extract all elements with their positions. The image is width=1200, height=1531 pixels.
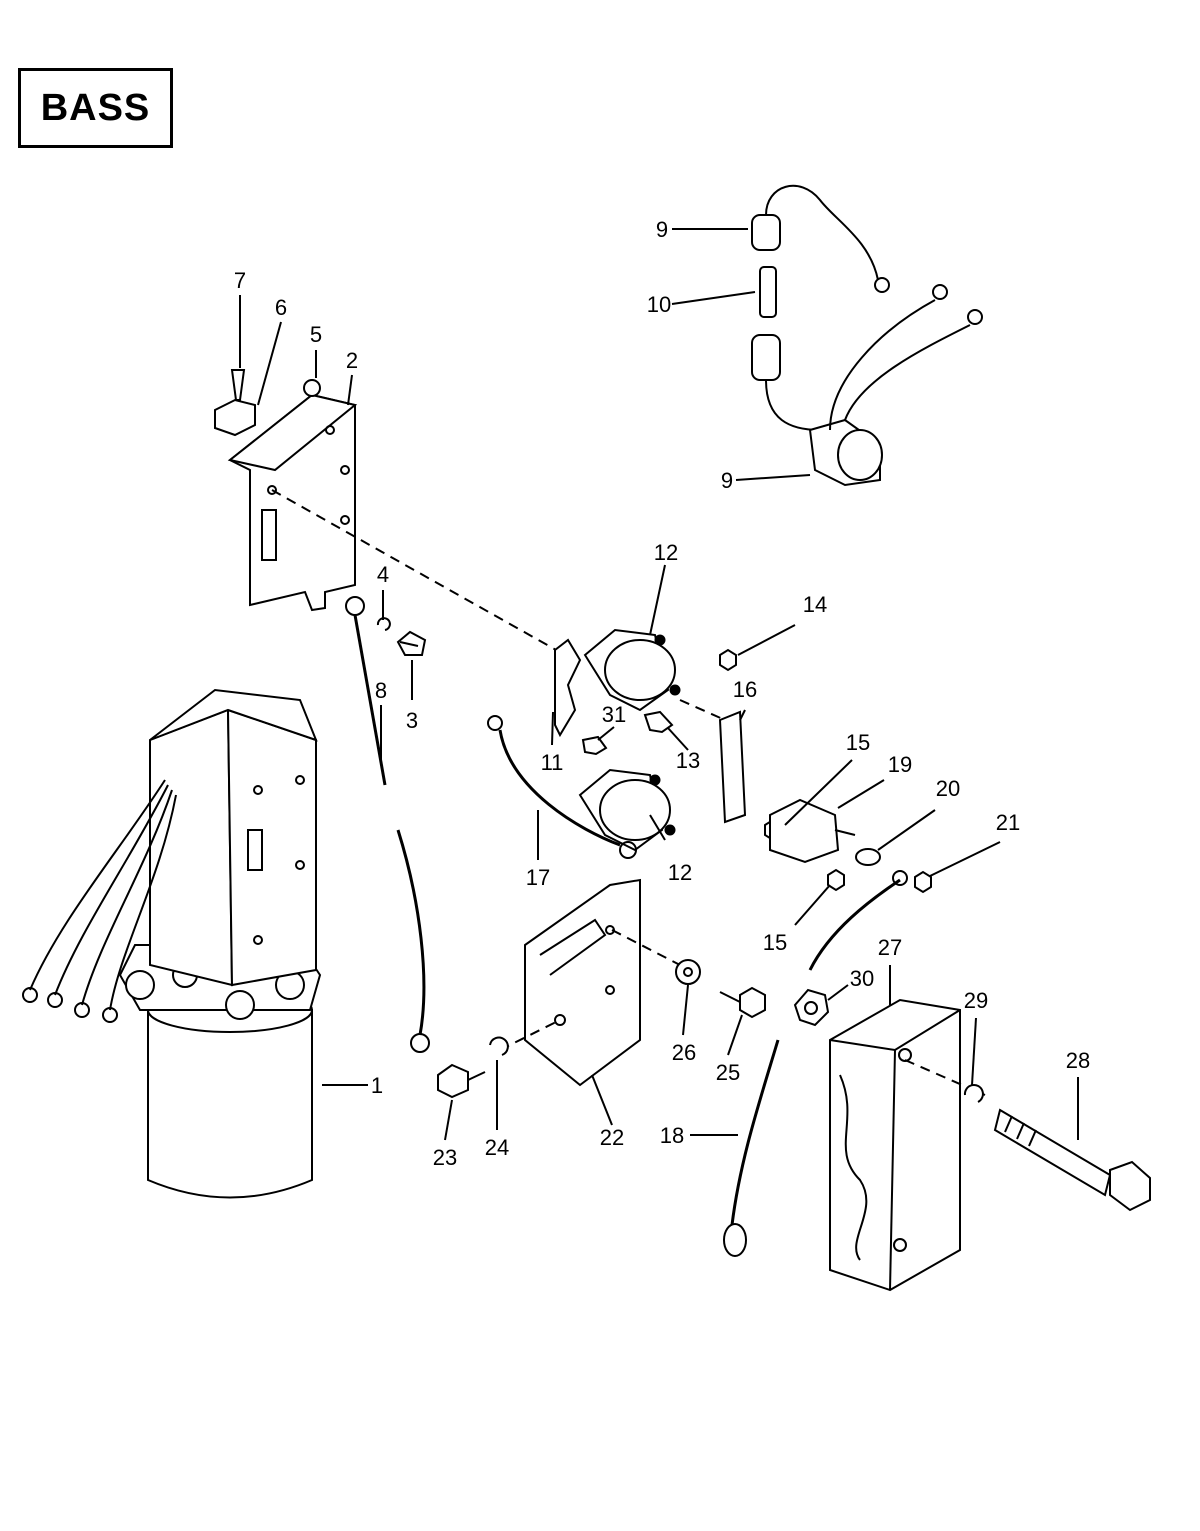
bolt-25 [719, 986, 766, 1019]
callout-4: 4 [377, 562, 389, 587]
nut-30 [793, 988, 830, 1027]
bracket-16 [718, 710, 747, 824]
callout-10: 10 [647, 292, 671, 317]
bolt-23 [437, 1063, 486, 1099]
callout-8: 8 [375, 678, 387, 703]
screw-13 [643, 710, 674, 734]
solenoid-lower [578, 768, 676, 852]
callout-leaders [239, 228, 1079, 1141]
callout-7: 7 [234, 268, 246, 293]
callout-1: 1 [371, 1073, 383, 1098]
callout-27: 27 [878, 935, 902, 960]
lockwasher-29 [963, 1083, 984, 1103]
fuse [759, 266, 777, 318]
callout-29: 29 [964, 988, 988, 1013]
model-badge: BASS [18, 68, 173, 148]
callout-12-lower: 12 [668, 860, 692, 885]
fuse-holder-base [751, 284, 983, 487]
callout-31: 31 [602, 702, 626, 727]
callout-11: 11 [541, 750, 564, 775]
fuse-holder [751, 184, 890, 293]
callout-23: 23 [433, 1145, 457, 1170]
callout-9-lower: 9 [721, 468, 733, 493]
callout-14: 14 [803, 592, 827, 617]
ground-strap-8 [345, 596, 430, 1053]
callout-28: 28 [1066, 1048, 1090, 1073]
callout-3: 3 [406, 708, 418, 733]
callout-24: 24 [485, 1135, 509, 1160]
callout-22: 22 [600, 1125, 624, 1150]
callout-30: 30 [850, 966, 874, 991]
callout-18: 18 [660, 1123, 684, 1148]
mounting-bracket-22 [524, 878, 641, 1087]
callout-26: 26 [672, 1040, 696, 1065]
screw-3 [396, 630, 427, 656]
lockwasher-24 [489, 1036, 509, 1056]
lockwasher-4 [376, 617, 391, 631]
callout-15-lower: 15 [763, 930, 787, 955]
callout-16: 16 [733, 677, 757, 702]
bolt-28 [993, 1108, 1151, 1212]
cable-17 [487, 715, 637, 859]
terminal-block [829, 998, 961, 1292]
callout-21: 21 [996, 810, 1020, 835]
washer-26 [675, 959, 701, 985]
callout-2: 2 [346, 348, 358, 373]
screw-31 [581, 735, 608, 756]
nut-21 [914, 870, 932, 894]
callout-25: 25 [716, 1060, 740, 1085]
callout-19: 19 [888, 752, 912, 777]
nut-14 [719, 648, 737, 672]
callout-15-upper: 15 [846, 730, 870, 755]
callout-5: 5 [310, 322, 322, 347]
callout-20: 20 [936, 776, 960, 801]
pump-motor [22, 688, 322, 1199]
callout-17: 17 [526, 865, 550, 890]
model-badge-text: BASS [40, 86, 151, 129]
nut-15b [827, 868, 845, 892]
callout-12-upper: 12 [654, 540, 678, 565]
plate-11 [554, 638, 582, 738]
callout-6: 6 [275, 295, 287, 320]
switch-19 [769, 798, 856, 864]
callout-13: 13 [676, 748, 700, 773]
washer-20 [855, 848, 881, 866]
callout-labels: 1 2 3 4 5 6 7 8 9 9 10 11 12 12 13 14 15… [234, 217, 1090, 1170]
callout-9-upper: 9 [656, 217, 668, 242]
small-hardware [214, 369, 321, 437]
solenoid-upper [583, 628, 681, 712]
cable-18 [723, 1039, 780, 1257]
